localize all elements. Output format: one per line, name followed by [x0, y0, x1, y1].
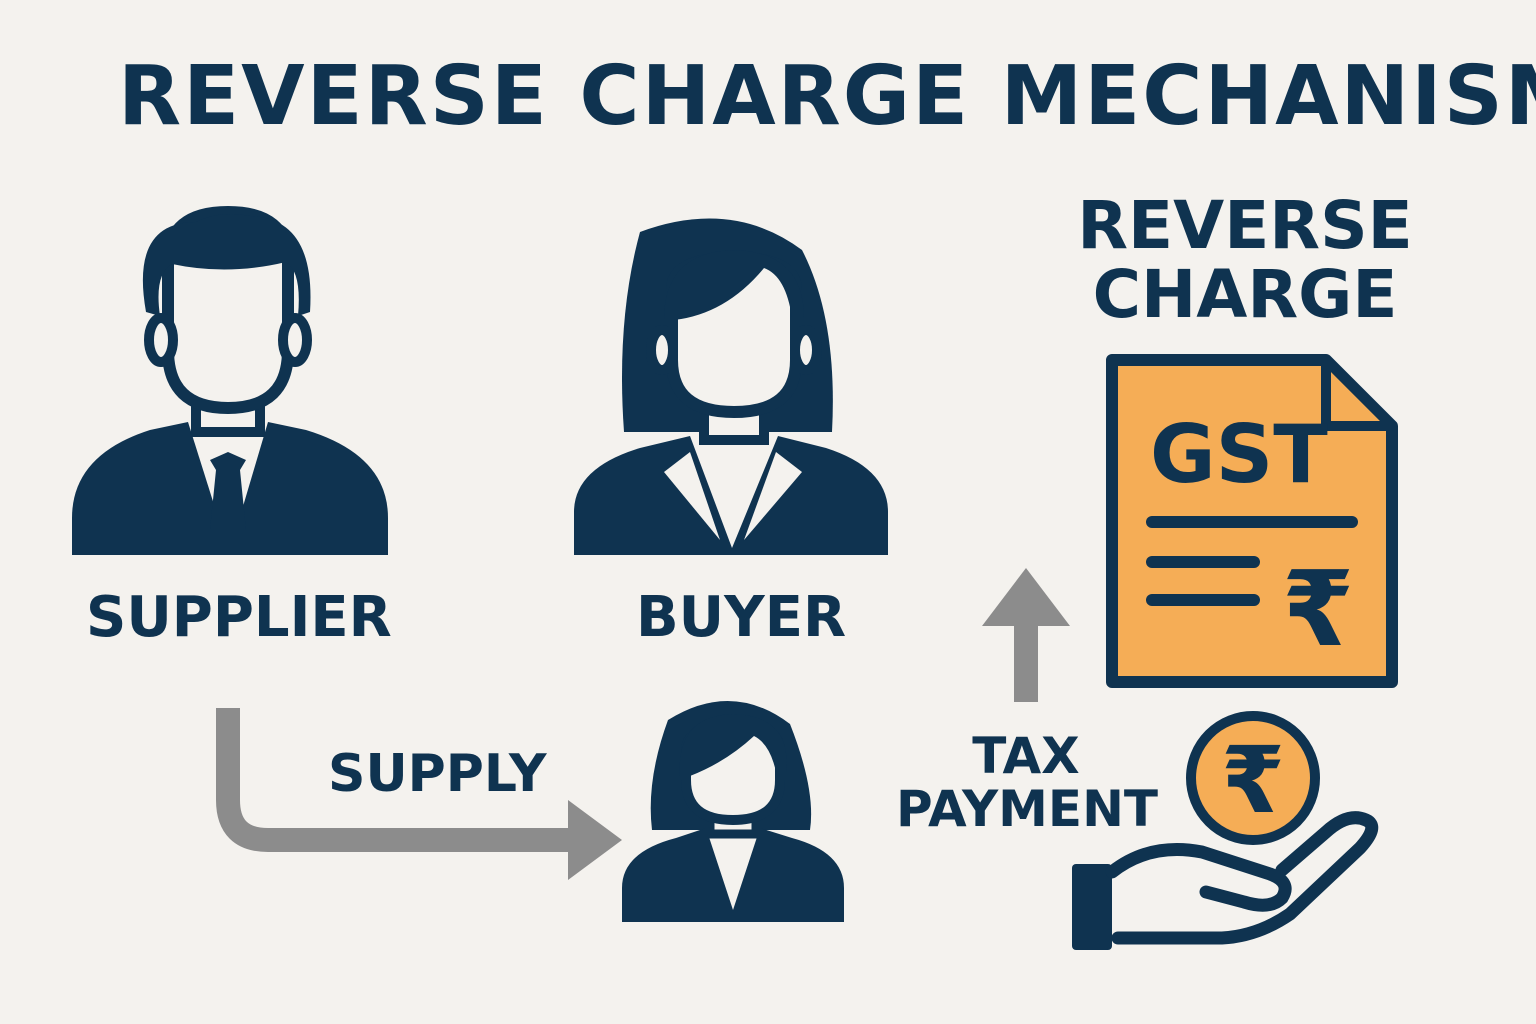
supplier-label: SUPPLIER: [86, 585, 392, 650]
rupee-coin-icon: ₹: [1186, 711, 1320, 845]
buyer-label: BUYER: [636, 585, 847, 650]
gst-document-icon: ₹: [1106, 354, 1398, 688]
supply-arrow: [216, 708, 622, 880]
reverse-charge-line2: CHARGE: [1092, 255, 1398, 333]
gst-document-title: GST: [1150, 408, 1328, 501]
coin-rupee-symbol: ₹: [1221, 727, 1285, 834]
supplier-icon: [72, 205, 388, 555]
tax-payment-line1: TAX: [972, 727, 1080, 785]
open-hand-icon: [1072, 811, 1379, 950]
tax-payment-line2: PAYMENT: [896, 780, 1159, 838]
recipient-icon: [622, 700, 844, 922]
tax-payment-arrow: [982, 568, 1070, 702]
reverse-charge-line1: REVERSE: [1077, 187, 1413, 264]
tax-payment-label: TAX PAYMENT: [896, 727, 1159, 838]
document-rupee-symbol: ₹: [1282, 548, 1354, 670]
page-title: REVERSE CHARGE MECHANISM: [118, 49, 1536, 144]
buyer-icon: [574, 218, 888, 555]
reverse-charge-label: REVERSE CHARGE: [1060, 187, 1430, 333]
supply-label: SUPPLY: [328, 744, 547, 804]
